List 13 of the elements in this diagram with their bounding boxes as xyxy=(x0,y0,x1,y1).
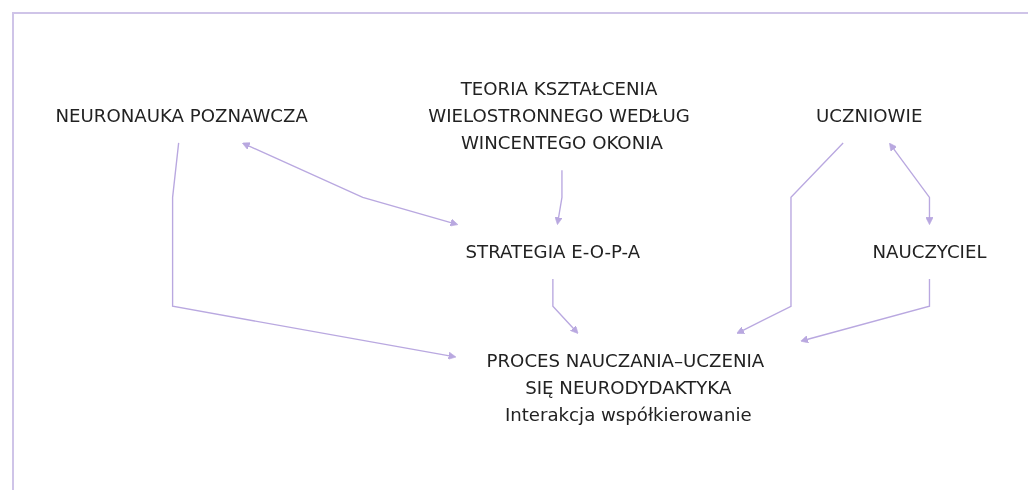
arrow xyxy=(800,278,931,344)
node-text: TEORIA KSZTAŁCENIA WIELOSTRONNEGO WEDŁUG WINCENTEGO OKONIA xyxy=(428,77,690,154)
node-text: STRATEGIA E-O-P-A xyxy=(465,241,641,263)
node-text: NAUCZYCIEL xyxy=(872,241,987,263)
arrow xyxy=(171,142,457,360)
node-text: NEURONAUKA POZNAWCZA xyxy=(55,105,308,127)
node-text: UCZNIOWIE xyxy=(816,105,923,127)
arrow xyxy=(889,143,934,226)
node-text: PROCES NAUCZANIA–UCZENIA SIĘ NEURODYDAKTYKA Interakcja współkierowanie xyxy=(486,350,765,427)
arrow xyxy=(552,278,579,335)
arrow xyxy=(242,142,459,227)
arrow xyxy=(554,169,563,226)
arrow xyxy=(736,142,844,335)
